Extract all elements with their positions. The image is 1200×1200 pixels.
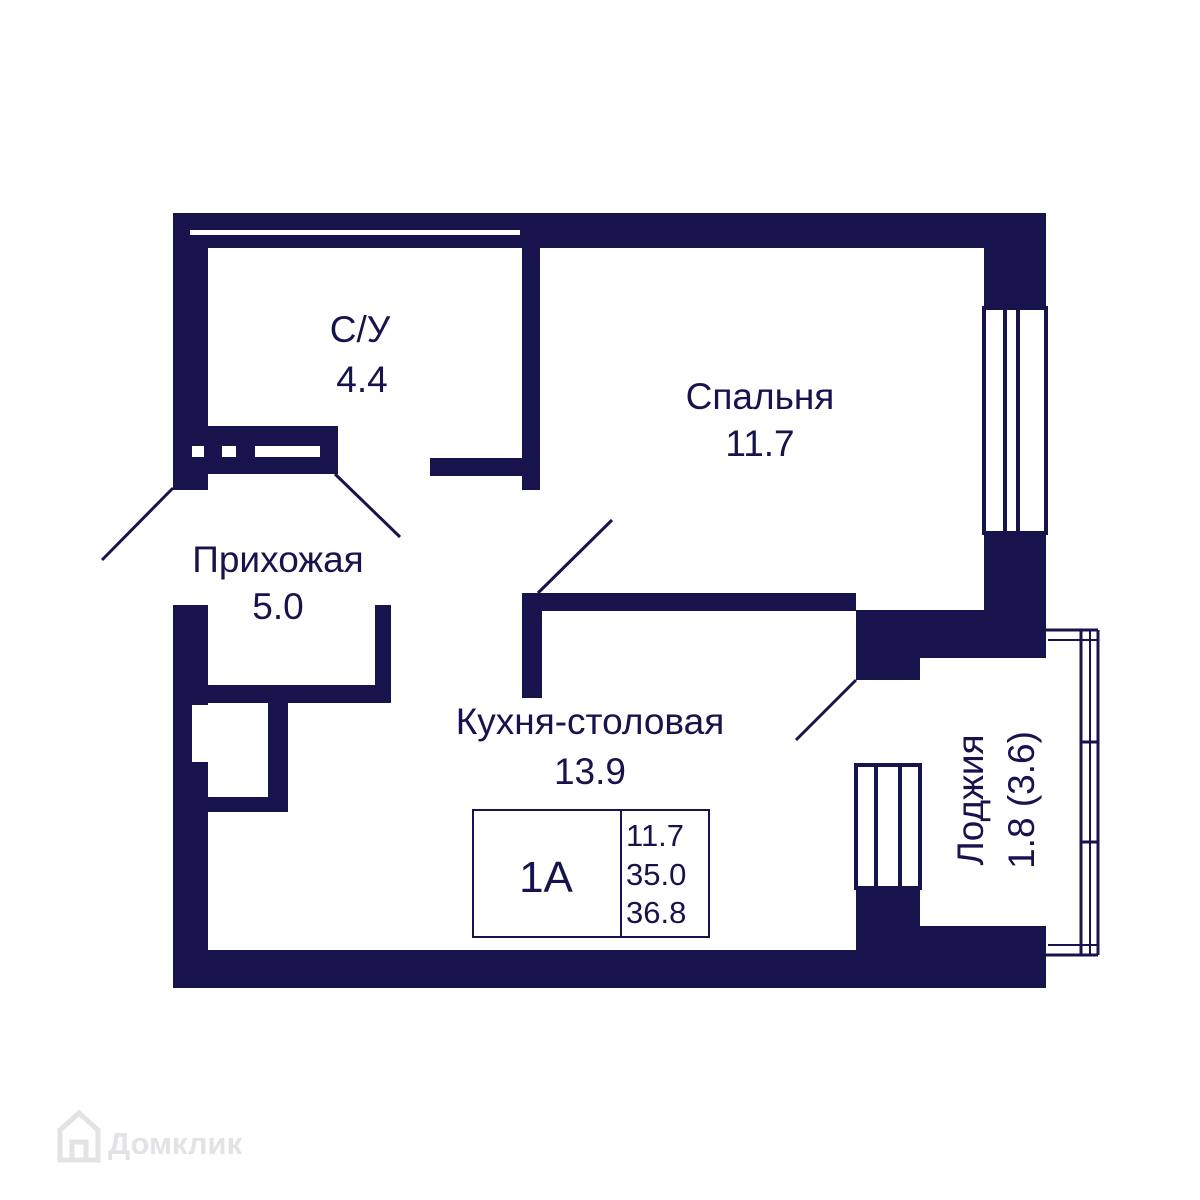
bathroom-door-swing xyxy=(333,472,402,539)
shaft-box xyxy=(192,705,234,762)
shaft-right-wall xyxy=(268,697,288,812)
shaft-box xyxy=(252,705,266,730)
bathroom-bedroom-wall xyxy=(522,245,540,490)
loggia-area: 1.8 (3.6) xyxy=(1001,731,1042,869)
hall-right-wall xyxy=(375,605,391,690)
shaft-bottom-wall xyxy=(173,797,288,812)
corner-pier-step xyxy=(856,650,920,680)
kitchen-stub-wall xyxy=(522,593,542,698)
hallway-area: 5.0 xyxy=(252,586,303,627)
shaft-box xyxy=(252,780,266,797)
entrance-door-swing xyxy=(100,486,175,562)
top-window xyxy=(190,230,520,235)
bedroom-kitchen-wall xyxy=(522,593,856,611)
bathroom-stub-wall xyxy=(430,458,540,476)
left-outer-wall-lower xyxy=(173,605,208,988)
area-with-loggia: 36.8 xyxy=(626,895,686,930)
total-area: 35.0 xyxy=(626,857,686,892)
bedroom-name: Спальня xyxy=(686,376,835,417)
house-logo-icon xyxy=(57,1109,101,1163)
bathroom-name: С/У xyxy=(330,309,391,350)
loggia-door-swing xyxy=(794,678,858,742)
bedroom-door-swing xyxy=(536,518,614,595)
bottom-outer-wall xyxy=(173,950,856,988)
kitchen-name: Кухня-столовая xyxy=(456,701,725,742)
windows xyxy=(190,230,1048,890)
walls xyxy=(173,213,1046,988)
apartment-type: 1А xyxy=(519,853,573,902)
wall-openings xyxy=(192,446,320,797)
door-swings xyxy=(100,472,858,742)
vent-slot xyxy=(255,446,320,457)
loggia-bottom-wall xyxy=(856,926,1046,988)
watermark-text: Домклик xyxy=(108,1126,243,1161)
vent-slot xyxy=(192,446,204,457)
watermark: Домклик xyxy=(57,1109,243,1163)
living-area: 11.7 xyxy=(626,818,684,853)
bedroom-area: 11.7 xyxy=(725,423,794,464)
loggia-door xyxy=(854,763,922,890)
shaft-box xyxy=(252,748,266,763)
info-box: 1А 11.7 35.0 36.8 xyxy=(472,809,710,938)
hallway-name: Прихожая xyxy=(192,539,363,580)
vent-slot xyxy=(222,446,236,457)
bedroom-window xyxy=(982,306,1048,535)
bathroom-area: 4.4 xyxy=(336,359,387,400)
room-labels: С/У 4.4 Спальня 11.7 Прихожая 5.0 Кухня-… xyxy=(192,309,1042,869)
loggia-railing xyxy=(1046,628,1100,957)
shaft-box xyxy=(210,780,235,797)
right-outer-wall-top xyxy=(984,213,1046,308)
hall-bottom-wall xyxy=(208,685,391,703)
kitchen-area: 13.9 xyxy=(554,751,626,792)
loggia-name: Лоджия xyxy=(950,734,991,865)
